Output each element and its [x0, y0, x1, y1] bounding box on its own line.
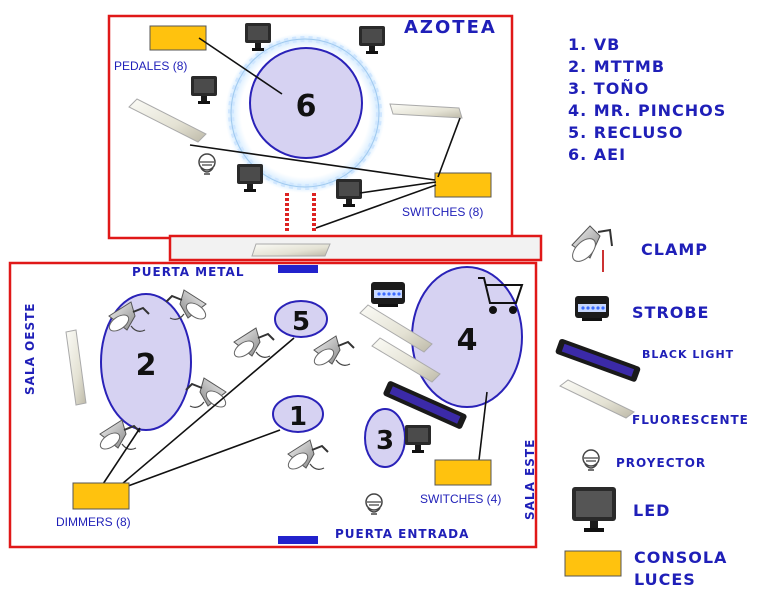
switches-top-label: SWITCHES (8)	[402, 205, 483, 219]
strobe-icon	[575, 296, 609, 321]
band-list-item: 1. VB	[568, 35, 620, 54]
floor-wiring	[102, 337, 488, 487]
zone-3-number: 3	[376, 426, 394, 456]
door-metal	[278, 265, 318, 273]
band-list-item: 3. TOÑO	[568, 79, 649, 98]
fluorescent-light	[65, 329, 87, 406]
pedales-label: PEDALES (8)	[114, 59, 187, 73]
strobe-light	[371, 282, 405, 307]
shopping-cart-icon	[478, 277, 524, 314]
console-dimmers	[72, 482, 130, 510]
switches-bottom-label: SWITCHES (4)	[420, 492, 501, 506]
console-switches-top	[434, 172, 492, 198]
fluorescent-light	[371, 337, 441, 383]
legend-consola-label: CONSOLA	[634, 548, 727, 567]
fluorescent-icon	[559, 379, 635, 419]
console-icon	[564, 550, 622, 577]
band-list-item: 2. MTTMB	[568, 57, 665, 76]
band-list-item: 6. AEI	[568, 145, 626, 164]
sala-oeste-label: SALA OESTE	[23, 303, 37, 395]
sala-este-label: SALA ESTE	[523, 439, 537, 520]
legend-strobe-label: STROBE	[632, 303, 709, 322]
zone-5-number: 5	[292, 307, 310, 337]
zone-6	[249, 47, 363, 159]
legend-led-label: LED	[633, 501, 670, 520]
led-icon	[572, 487, 616, 532]
legend-black-light-label: BLACK LIGHT	[642, 348, 734, 361]
fluorescent-light	[389, 103, 463, 119]
band-list-item: 4. MR. PINCHOS	[568, 101, 726, 120]
clamp-icon	[571, 225, 613, 272]
roof-wiring	[189, 37, 461, 229]
zone-4-number: 4	[457, 323, 478, 358]
legend-fluorescente-label: FLUORESCENTE	[632, 413, 749, 427]
console-pedales	[149, 25, 207, 51]
legend-luces-label: LUCES	[634, 570, 696, 589]
black-light-icon	[555, 338, 641, 382]
zone-1	[272, 395, 324, 433]
zone-6-number: 6	[296, 89, 317, 124]
fluorescent-light	[251, 243, 331, 257]
azotea-label: AZOTEA	[404, 17, 497, 38]
legend-proyector-label: PROYECTOR	[616, 456, 706, 470]
fluorescent-light	[128, 98, 207, 143]
fluorescent-light	[359, 304, 433, 353]
band-list-item: 5. RECLUSO	[568, 123, 684, 142]
projector-icon	[582, 449, 600, 471]
puerta-metal-label: PUERTA METAL	[132, 265, 244, 279]
zone-5	[274, 300, 328, 338]
zone-2	[100, 293, 192, 431]
zone-2-number: 2	[136, 348, 157, 383]
puerta-entrada-label: PUERTA ENTRADA	[335, 527, 469, 541]
zone-1-number: 1	[289, 402, 307, 432]
legend: CLAMP STROBE BLACK LIGHT FLUORESCENTE PR…	[555, 225, 749, 589]
dimmers-label: DIMMERS (8)	[56, 515, 131, 529]
door-entrance	[278, 536, 318, 544]
black-light	[383, 381, 467, 429]
corridor	[168, 234, 543, 262]
red-truss	[285, 193, 316, 232]
console-switches-bottom	[434, 459, 492, 486]
legend-clamp-label: CLAMP	[641, 240, 708, 259]
band-list: 1. VB 2. MTTMB 3. TOÑO 4. MR. PINCHOS 5.…	[568, 35, 726, 164]
